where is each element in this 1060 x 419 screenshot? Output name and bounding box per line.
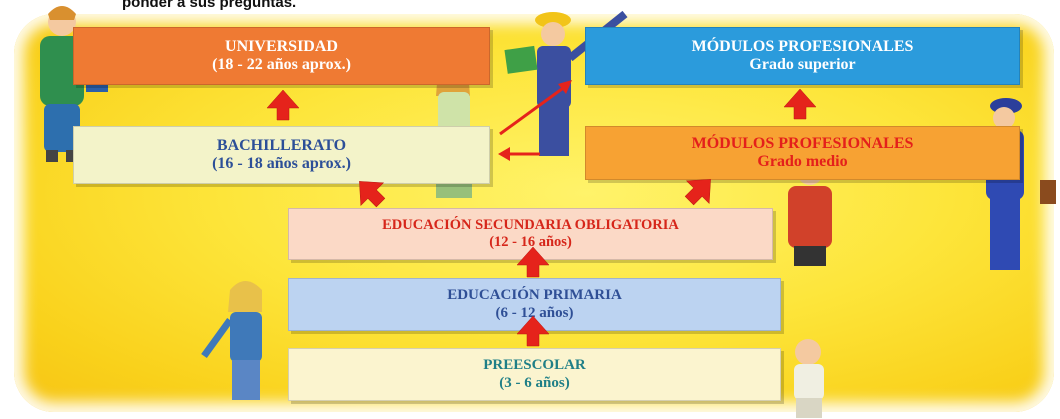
arrow-primaria-secundaria [516, 246, 550, 278]
modulos-medio-title: MÓDULOS PROFESIONALES [691, 134, 914, 152]
arrow-secundaria-bachillerato [347, 169, 393, 215]
universidad-subtitle: (18 - 22 años aprox.) [212, 56, 351, 73]
toddler-figure [794, 339, 824, 418]
bachillerato-title: BACHILLERATO [216, 136, 347, 154]
arrow-bachillerato-universidad [266, 89, 300, 121]
arrow-bachillerato-modulos-superior-head [558, 80, 572, 94]
modulos-superior-box: MÓDULOS PROFESIONALES Grado superior [585, 27, 1020, 85]
arrow-modulos-medio-superior [783, 88, 817, 120]
universidad-title: UNIVERSIDAD [225, 37, 338, 55]
modulos-superior-subtitle: Grado superior [749, 56, 856, 73]
secundaria-subtitle: (12 - 16 años) [489, 234, 572, 250]
bachillerato-box: BACHILLERATO (16 - 18 años aprox.) [73, 126, 490, 184]
modulos-medio-subtitle: Grado medio [757, 153, 848, 170]
arrow-secundaria-modulos-medio [677, 167, 723, 213]
preescolar-box: PREESCOLAR (3 - 6 años) [288, 348, 781, 401]
modulos-medio-box: MÓDULOS PROFESIONALES Grado medio [585, 126, 1020, 180]
universidad-box: UNIVERSIDAD (18 - 22 años aprox.) [73, 27, 490, 85]
header-text: ponder a sus preguntas. [122, 0, 297, 11]
child-girl-figure [201, 281, 262, 400]
bachillerato-subtitle: (16 - 18 años aprox.) [212, 155, 351, 172]
modulos-superior-title: MÓDULOS PROFESIONALES [691, 37, 914, 55]
arrow-modulos-medio-bachillerato-head [498, 147, 510, 161]
primaria-title: EDUCACIÓN PRIMARIA [447, 287, 622, 304]
secundaria-title: EDUCACIÓN SECUNDARIA OBLIGATORIA [382, 217, 679, 234]
primaria-subtitle: (6 - 12 años) [495, 304, 574, 321]
worker-figure [504, 10, 628, 156]
arrow-preescolar-primaria [516, 315, 550, 347]
preescolar-subtitle: (3 - 6 años) [499, 374, 570, 391]
arrow-bachillerato-modulos-superior-line [499, 84, 567, 136]
preescolar-title: PREESCOLAR [483, 357, 586, 374]
